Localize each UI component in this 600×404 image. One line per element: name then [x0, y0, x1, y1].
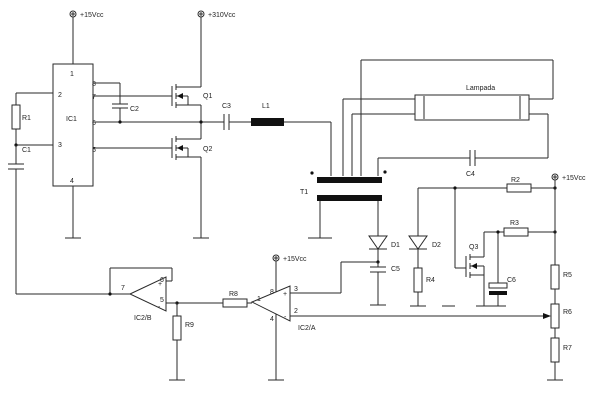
r6-potentiometer [550, 303, 560, 329]
ic2a-label: IC2/A [298, 325, 316, 332]
t1-label: T1 [300, 189, 308, 196]
ic2b-label: IC2/B [134, 315, 152, 322]
ic2b-minus: - [158, 304, 161, 311]
q3-mosfet [465, 232, 485, 306]
ic2a-pin-8: 8 [270, 289, 274, 296]
vcc15-terminal-ic2a [272, 254, 280, 262]
r5-label: R5 [563, 272, 572, 279]
vcc15-label-right: +15Vcc [562, 175, 586, 182]
r7-resistor [550, 337, 560, 363]
c3-label: C3 [222, 103, 231, 110]
ic1-pin-2: 2 [58, 92, 62, 99]
ic2b-pin-5: 5 [160, 297, 164, 304]
ic2a-pin-3: 3 [294, 286, 298, 293]
q3-label: Q3 [469, 244, 478, 251]
l1-inductor [251, 118, 284, 126]
r3-label: R3 [510, 220, 519, 227]
r2-label: R2 [511, 177, 520, 184]
vcc310-label: +310Vcc [208, 12, 236, 19]
ic1-label: IC1 [66, 116, 77, 123]
r1-resistor [11, 104, 21, 130]
ic1-pin-3: 3 [58, 142, 62, 149]
r4-resistor [413, 267, 423, 293]
ic2b-plus: + [158, 281, 162, 288]
d2-label: D2 [432, 242, 441, 249]
ic2a-pin-1: 1 [257, 296, 261, 303]
r6-label: R6 [563, 309, 572, 316]
ic1-pin-6: 6 [92, 120, 96, 127]
r5-resistor [550, 264, 560, 290]
r2-resistor [506, 183, 532, 193]
q2-mosfet [171, 122, 202, 238]
vcc310-terminal [197, 10, 205, 84]
ic1-pin-8: 8 [92, 81, 96, 88]
r9-resistor [172, 315, 182, 341]
ic2b-opamp [128, 276, 167, 312]
ic1-pin-7: 7 [92, 94, 96, 101]
c6-label: C6 [507, 277, 516, 284]
ic2a-opamp [250, 285, 291, 322]
r8-label: R8 [229, 291, 238, 298]
ic2a-pin-2: 2 [294, 308, 298, 315]
r3-resistor [503, 227, 529, 237]
q1-label: Q1 [203, 93, 212, 100]
ic2b-pin-7: 7 [121, 285, 125, 292]
vcc15-label: +15Vcc [80, 12, 104, 19]
ic1-pin-5: 5 [92, 147, 96, 154]
r7-label: R7 [563, 345, 572, 352]
ic1-pin-4: 4 [70, 178, 74, 185]
c2-label: C2 [130, 106, 139, 113]
r8-resistor [222, 298, 248, 308]
ic1-pin-1: 1 [70, 71, 74, 78]
q1-mosfet [171, 84, 202, 122]
d1-label: D1 [391, 242, 400, 249]
vcc15-terminal-ic1 [69, 10, 77, 64]
d2-diode [408, 235, 428, 250]
ic1-block [52, 63, 94, 187]
r4-label: R4 [426, 277, 435, 284]
vcc15-terminal-right [551, 173, 559, 181]
l1-label: L1 [262, 103, 270, 110]
ic2a-plus: + [283, 291, 287, 298]
t1-transformer [310, 170, 387, 201]
c4-label: C4 [466, 171, 475, 178]
lamp-tube [414, 94, 530, 121]
ic2b-pin-6: 6 [160, 277, 164, 284]
c5-label: C5 [391, 266, 400, 273]
vcc15-label-ic2a: +15Vcc [283, 256, 307, 263]
c1-label: C1 [22, 147, 31, 154]
ic2a-pin-4: 4 [270, 316, 274, 323]
q2-label: Q2 [203, 146, 212, 153]
c6-capacitor [488, 282, 508, 289]
ic2a-minus: - [284, 314, 287, 321]
d1-diode [368, 235, 388, 250]
lamp-label: Lampada [466, 85, 495, 92]
r1-label: R1 [22, 115, 31, 122]
r9-label: R9 [185, 322, 194, 329]
